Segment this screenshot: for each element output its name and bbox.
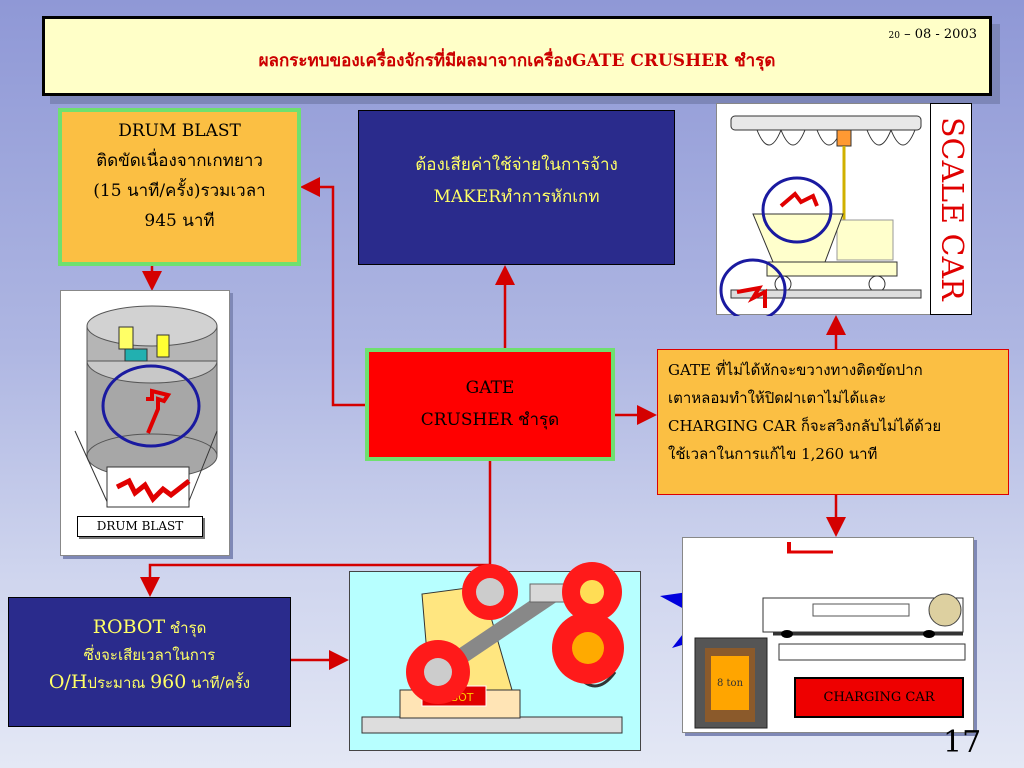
- effect-line-3: CHARGING CAR ก็จะสวิงกลับไม่ได้ด้วย: [668, 417, 942, 435]
- scale-car-illustration: [716, 103, 972, 322]
- scale-car-label: SCALE CAR: [930, 103, 972, 315]
- slide-title: ผลกระทบของเครื่องจักรที่มีผลมาจากเครื่อง…: [258, 51, 776, 71]
- burst-icon-3: [406, 640, 470, 704]
- effect-line-2: เตาหลอมทำให้ปิดฝาเตาไม่ได้และ: [668, 389, 887, 407]
- oh-approx: ประมาณ: [87, 674, 151, 692]
- drum-line-4: 945 นาที: [144, 211, 215, 231]
- robot-line-3: O/Hประมาณ 960 นาที/ครั้ง: [9, 669, 290, 697]
- robot-line-2: ซึ่งจะเสียเวลาในการ: [83, 646, 216, 664]
- drum-line-3: (15 นาที/ครั้ง)รวมเวลา: [93, 181, 266, 201]
- effect-box: GATE ที่ไม่ได้หักจะขวางทางติดขัดปาก เตาห…: [657, 349, 1009, 495]
- cost-box: ต้องเสียค่าใช้จ่ายในการจ้าง MAKERทำการหั…: [358, 110, 675, 265]
- burst-icon-4: [552, 612, 624, 684]
- title-date: 20 – 08 - 2003: [888, 27, 977, 42]
- date-rest: – 08 - 2003: [904, 27, 977, 42]
- arrow-gate-to-robot: [140, 461, 492, 597]
- effect-line-1: GATE ที่ไม่ได้หักจะขวางทางติดขัดปาก: [668, 361, 923, 379]
- oh-minutes: 960: [150, 671, 187, 693]
- oh-word: O/H: [48, 671, 88, 693]
- drum-blast-box: DRUM BLAST ติดขัดเนื่องจากเกทยาว (15 นาท…: [58, 108, 301, 266]
- title-banner: ผลกระทบของเครื่องจักรที่มีผลมาจากเครื่อง…: [42, 16, 992, 96]
- drum-line-1: DRUM BLAST: [118, 121, 241, 141]
- charging-car-label: CHARGING CAR: [794, 677, 964, 718]
- robot-box: ROBOT ชำรุด ซึ่งจะเสียเวลาในการ O/Hประมา…: [8, 597, 291, 727]
- arrow-gate-to-drum: [300, 177, 365, 407]
- gate-crusher-box: GATE CRUSHER ชำรุด: [365, 348, 615, 461]
- page-number: 17: [943, 725, 982, 760]
- drum-blast-illustration: [60, 290, 230, 556]
- robot-line-1: ROBOT ชำรุด: [9, 614, 290, 642]
- oh-unit: นาที/ครั้ง: [186, 674, 251, 692]
- burst-icon-2: [562, 562, 622, 622]
- furnace-tag: 8 ton: [717, 678, 744, 689]
- cost-line-1: ต้องเสียค่าใช้จ่ายในการจ้าง: [415, 155, 618, 175]
- drum-blast-caption: DRUM BLAST: [77, 516, 203, 537]
- robot-status: ชำรุด: [165, 619, 207, 637]
- effect-line-4: ใช้เวลาในการแก้ไข 1,260 นาที: [668, 445, 878, 463]
- date-day: 20: [888, 31, 900, 41]
- gate-line-2: CRUSHER ชำรุด: [420, 410, 560, 430]
- drum-line-2: ติดขัดเนื่องจากเกทยาว: [96, 151, 263, 171]
- cost-line-2: MAKERทำการหักเกท: [433, 187, 600, 207]
- burst-icon-1: [462, 564, 518, 620]
- gate-line-1: GATE: [465, 378, 515, 398]
- robot-word: ROBOT: [92, 616, 166, 638]
